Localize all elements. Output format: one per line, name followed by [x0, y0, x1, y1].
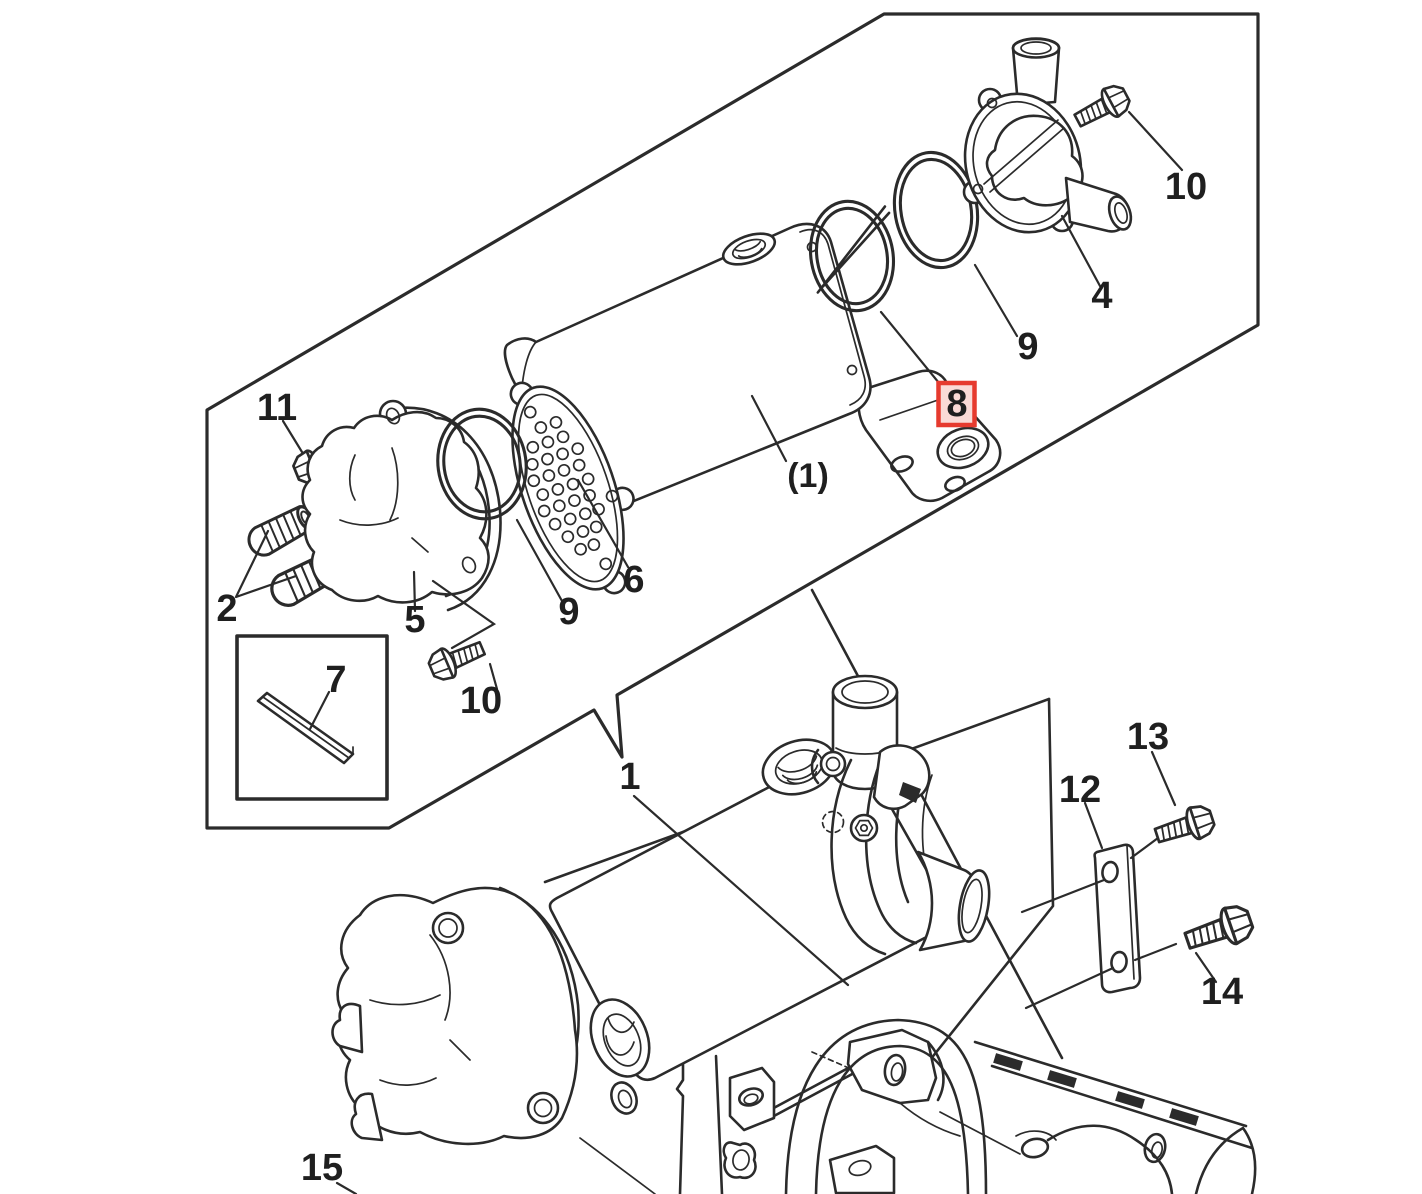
o-ring-8: [808, 199, 896, 313]
assembled-oil-cooler: [331, 674, 991, 1194]
callout-1-body[interactable]: (1): [787, 457, 829, 495]
plate-12: [1020, 843, 1142, 1010]
end-cover-4: [962, 37, 1133, 234]
callout-14-bolt[interactable]: 14: [1201, 971, 1243, 1013]
key-7-inset: [235, 634, 389, 801]
callout-15[interactable]: 15: [301, 1147, 343, 1189]
tube-bundle-6: [509, 381, 635, 595]
highlight-box: [936, 380, 977, 428]
callout-6-bundle[interactable]: 6: [623, 559, 644, 601]
bolt-14: [1133, 900, 1258, 962]
callout-2-plugs[interactable]: 2: [216, 588, 237, 630]
callout-10-right[interactable]: 10: [1165, 166, 1207, 208]
bolt-13: [1129, 800, 1219, 860]
callout-8-highlighted[interactable]: 8: [946, 383, 967, 425]
callout-13-bolt[interactable]: 13: [1127, 716, 1169, 758]
callout-5-cover[interactable]: 5: [404, 599, 425, 641]
end-cover-5: [301, 399, 502, 612]
callout-9-right[interactable]: 9: [1017, 326, 1038, 368]
callout-7-key[interactable]: 7: [325, 659, 346, 701]
callout-labels: 11 2 5 9 10 7 6 (1) 8 9 4 10 1 12 13 14 …: [216, 166, 1243, 1189]
o-ring-9-left: [436, 407, 528, 521]
leader-lines: [234, 110, 1218, 1194]
callout-12-plate[interactable]: 12: [1059, 769, 1101, 811]
projection-line: [810, 588, 1064, 1060]
exploded-view-frame: [205, 12, 1260, 830]
bolt-10-left: [424, 579, 497, 686]
callout-4-cover[interactable]: 4: [1091, 275, 1112, 317]
engine-block: [660, 1010, 1257, 1194]
bolt-10-right: [1069, 79, 1135, 136]
callout-10-left[interactable]: 10: [460, 680, 502, 722]
callout-9-left[interactable]: 9: [558, 591, 579, 633]
callout-11-bolt[interactable]: 11: [257, 387, 297, 429]
cooler-body-bracket: [857, 369, 1002, 503]
callout-1-assembly[interactable]: 1: [619, 756, 640, 798]
